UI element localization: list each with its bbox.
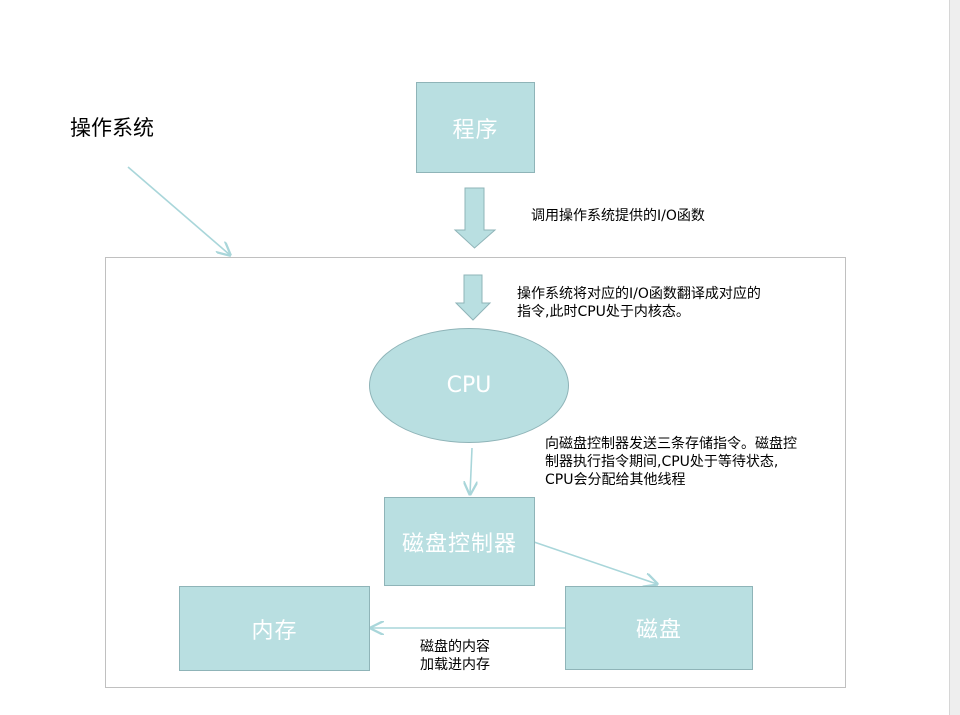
note-load-memory-line-2: 加载进内存 bbox=[420, 657, 490, 673]
memory-node: 内存 bbox=[179, 586, 370, 671]
program-node-label: 程序 bbox=[452, 117, 499, 143]
page-edge-scrollbar[interactable] bbox=[949, 0, 960, 715]
os-pointer-line bbox=[127, 166, 230, 255]
note-load-memory-line-1: 磁盘的内容 bbox=[420, 639, 490, 655]
note-translate: 操作系统将对应的I/O函数翻译成对应的 指令,此时CPU处于内核态。 bbox=[517, 285, 761, 321]
os-label: 操作系统 bbox=[70, 116, 154, 140]
note-load-memory: 磁盘的内容 加载进内存 bbox=[420, 638, 490, 674]
block-arrow-program-to-os bbox=[453, 187, 497, 249]
program-node: 程序 bbox=[416, 82, 535, 173]
disk-node: 磁盘 bbox=[565, 586, 753, 670]
disk-controller-node-label: 磁盘控制器 bbox=[401, 531, 517, 557]
cpu-node: CPU bbox=[369, 328, 569, 443]
note-disk-command-line-2: 制器执行指令期间,CPU处于等待状态, bbox=[545, 454, 779, 470]
note-disk-command-line-1: 向磁盘控制器发送三条存储指令。磁盘控 bbox=[545, 436, 797, 452]
disk-node-label: 磁盘 bbox=[635, 618, 682, 643]
os-boundary-frame bbox=[105, 257, 846, 688]
note-call-io: 调用操作系统提供的I/O函数 bbox=[531, 207, 705, 225]
note-disk-command: 向磁盘控制器发送三条存储指令。磁盘控 制器执行指令期间,CPU处于等待状态, C… bbox=[545, 435, 797, 489]
note-call-io-text: 调用操作系统提供的I/O函数 bbox=[531, 208, 705, 224]
cpu-to-controller-line bbox=[470, 447, 472, 494]
controller-to-disk-line bbox=[533, 541, 657, 584]
note-disk-command-line-3: CPU会分配给其他线程 bbox=[545, 472, 686, 488]
memory-node-label: 内存 bbox=[251, 618, 298, 644]
note-translate-line-2: 指令,此时CPU处于内核态。 bbox=[517, 304, 690, 320]
note-translate-line-1: 操作系统将对应的I/O函数翻译成对应的 bbox=[517, 286, 761, 302]
block-arrow-os-to-cpu bbox=[454, 274, 492, 321]
disk-controller-node: 磁盘控制器 bbox=[384, 497, 535, 586]
cpu-node-label: CPU bbox=[446, 373, 492, 398]
